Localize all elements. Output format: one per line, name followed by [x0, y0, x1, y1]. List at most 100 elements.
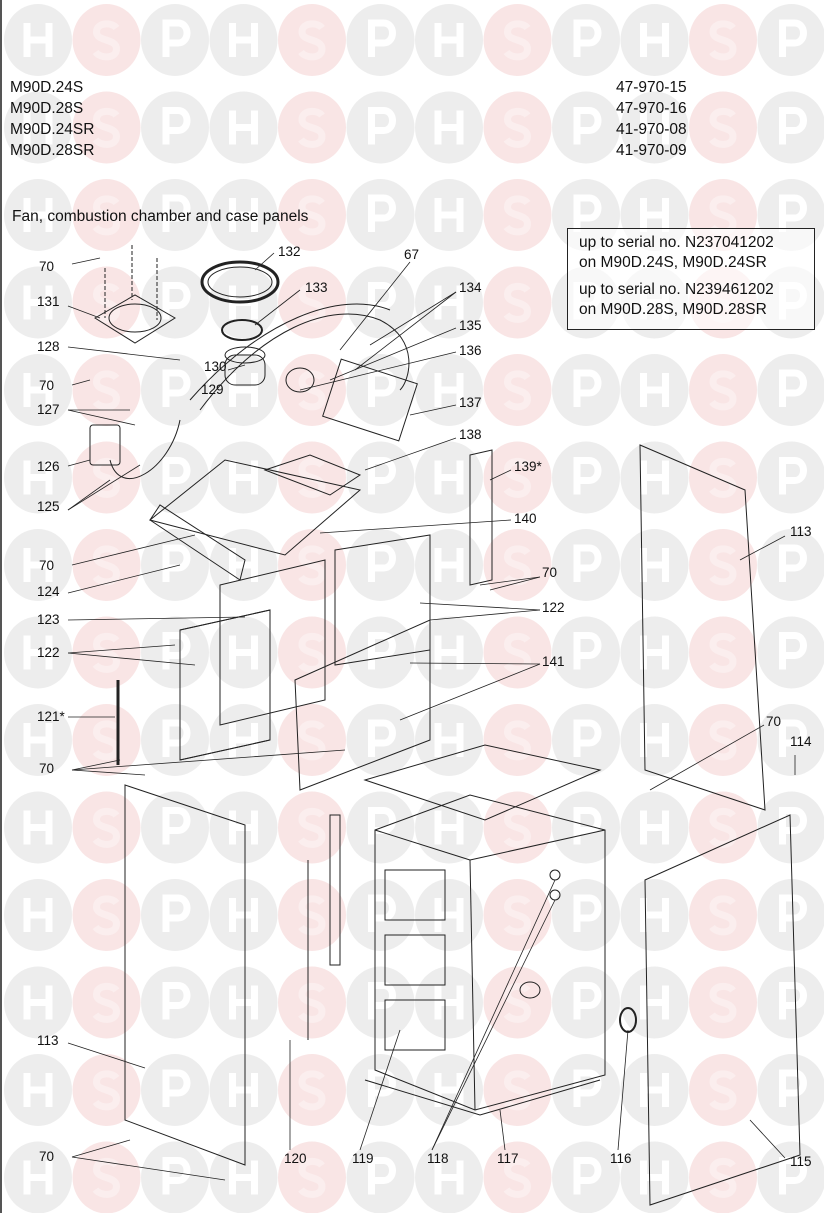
watermark-letter-s — [483, 4, 552, 76]
callout[interactable]: 126 — [37, 459, 60, 474]
callout[interactable]: 130 — [204, 359, 227, 374]
callout[interactable]: 70 — [39, 259, 55, 274]
callout[interactable]: 119 — [352, 1151, 374, 1166]
watermark-letter-p — [552, 354, 620, 426]
callout[interactable]: 67 — [404, 247, 420, 262]
side-panel-113-right — [639, 444, 766, 811]
watermark-letter-p — [552, 966, 620, 1039]
watermark-letter-p — [141, 354, 209, 426]
grommet-116 — [619, 1007, 637, 1033]
watermark-letter-p — [552, 91, 620, 164]
watermark-letter-p — [141, 704, 209, 776]
watermark-letter-s — [483, 354, 552, 426]
watermark-letter-p — [141, 441, 209, 514]
watermark-letter-h — [4, 1141, 72, 1213]
watermark-letter-s — [72, 179, 141, 251]
chamber-hood-124 — [148, 454, 362, 581]
callout[interactable]: 136 — [459, 343, 482, 358]
callout[interactable]: 131 — [37, 294, 60, 309]
watermark-letter-s — [72, 91, 141, 164]
watermark-letter-h — [4, 91, 72, 164]
watermark-letter-s — [72, 966, 141, 1039]
watermark-letter-s — [689, 4, 757, 76]
callout[interactable]: 137 — [459, 395, 482, 410]
callout[interactable]: 70 — [542, 565, 558, 580]
callout[interactable]: 118 — [427, 1151, 449, 1166]
callout[interactable]: 117 — [497, 1151, 519, 1166]
watermark-letter-p — [757, 529, 824, 601]
watermark-letter-h — [415, 266, 483, 339]
callout[interactable]: 129 — [201, 382, 224, 397]
watermark-letter-h — [415, 1141, 483, 1213]
watermark-letter-h — [209, 354, 278, 426]
callout[interactable]: 140 — [514, 511, 537, 526]
callout[interactable]: 70 — [39, 761, 55, 776]
watermark-letter-p — [346, 441, 415, 514]
watermark-letter-p — [141, 966, 209, 1039]
watermark-letter-p — [141, 91, 209, 164]
watermark-letter-p — [346, 91, 415, 164]
watermark-letter-s — [278, 529, 346, 601]
callout[interactable]: 116 — [610, 1151, 632, 1166]
seal-133 — [221, 319, 263, 341]
part-number: 41-970-08 — [616, 121, 687, 138]
watermark-letter-s — [689, 1141, 757, 1213]
callout[interactable]: 138 — [459, 427, 482, 442]
callout[interactable]: 125 — [37, 499, 60, 514]
watermark-letter-s — [689, 91, 757, 164]
watermark-letter-p — [141, 529, 209, 601]
callout[interactable]: 132 — [278, 244, 301, 259]
watermark-letter-s — [72, 4, 141, 76]
watermark-letter-h — [620, 91, 689, 164]
watermark-letter-s — [278, 4, 346, 76]
watermark-letter-h — [4, 704, 72, 776]
callout[interactable]: 114 — [790, 734, 812, 749]
watermark-letter-s — [72, 616, 141, 689]
watermark-letter-h — [415, 441, 483, 514]
watermark-letter-p — [346, 529, 415, 601]
watermark-letter-p — [141, 266, 209, 339]
callout[interactable]: 128 — [37, 339, 60, 354]
watermark-letter-p — [757, 1054, 824, 1126]
watermark-letter-s — [278, 704, 346, 776]
callout[interactable]: 120 — [284, 1151, 307, 1166]
callout[interactable]: 141 — [542, 654, 565, 669]
watermark-letter-s — [689, 616, 757, 689]
callout[interactable]: 70 — [39, 558, 55, 573]
callout[interactable]: 139* — [514, 459, 542, 474]
callout[interactable]: 113 — [790, 524, 812, 539]
callout[interactable]: 122 — [37, 645, 60, 660]
callout[interactable]: 121* — [37, 709, 65, 724]
callout[interactable]: 70 — [39, 378, 55, 393]
watermark-letter-s — [72, 529, 141, 601]
watermark-letter-s — [483, 704, 552, 776]
watermark-letter-s — [689, 966, 757, 1039]
electrode-126 — [89, 419, 181, 479]
gasket-132 — [200, 260, 280, 304]
model-list: M90D.24S M90D.28S M90D.24SR M90D.28SR — [10, 77, 94, 161]
callout[interactable]: 127 — [37, 402, 60, 417]
callout[interactable]: 122 — [542, 600, 565, 615]
callout[interactable]: 133 — [305, 280, 328, 295]
watermark-letter-h — [209, 966, 278, 1039]
watermark-letter-h — [4, 791, 72, 864]
watermark-letter-h — [415, 1054, 483, 1126]
watermark-letter-s — [483, 879, 552, 951]
callout[interactable]: 124 — [37, 584, 60, 599]
callout[interactable]: 70 — [766, 714, 782, 729]
callout[interactable]: 135 — [459, 318, 482, 333]
callout[interactable]: 113 — [37, 1033, 59, 1048]
watermark-letter-p — [757, 1141, 824, 1213]
watermark-letter-h — [209, 791, 278, 864]
note-line: on M90D.28S, M90D.28SR — [579, 301, 767, 318]
callout[interactable]: 123 — [37, 612, 60, 627]
watermark-letter-p — [757, 704, 824, 776]
callout[interactable]: 134 — [459, 280, 482, 295]
watermark-letter-p — [141, 1054, 209, 1126]
watermark-letter-p — [757, 4, 824, 76]
callout[interactable]: 115 — [790, 1154, 812, 1169]
watermark-letter-h — [4, 966, 72, 1039]
callout[interactable]: 70 — [39, 1149, 55, 1164]
watermark-letter-h — [4, 4, 72, 76]
